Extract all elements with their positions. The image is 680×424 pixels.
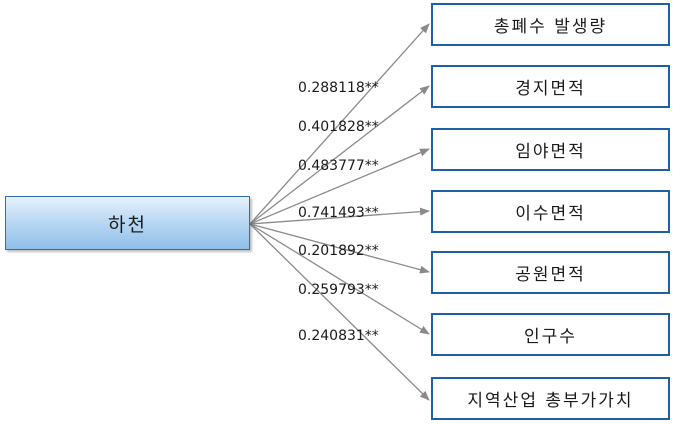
connector-arrow-4 [249,207,430,225]
coefficient-label-1: 0.288118** [298,80,379,96]
target-node-label: 총폐수 발생량 [493,17,608,37]
target-node-farmland-area: 경지면적 [431,65,670,108]
target-node-label: 경지면적 [515,79,586,99]
connector-arrow-6 [249,223,430,335]
target-node-water-use-area: 이수면적 [431,190,670,233]
target-node-regional-industry-value-added: 지역산업 총부가가치 [431,377,670,420]
source-node-river: 하천 [5,196,250,250]
target-node-label: 임야면적 [515,142,586,162]
target-node-park-area: 공원면적 [431,251,670,294]
target-node-population: 인구수 [431,313,670,356]
target-node-label: 인구수 [524,327,577,347]
connector-arrow-7 [249,223,430,401]
coefficient-label-4: 0.741493** [298,205,379,221]
connector-arrow-5 [249,223,430,274]
coefficient-label-6: 0.259793** [298,282,379,298]
connector-arrow-2 [249,85,430,225]
coefficient-label-3: 0.483777** [298,158,379,174]
target-node-label: 지역산업 총부가가치 [467,391,634,411]
coefficient-label-7: 0.240831** [298,328,379,344]
coefficient-label-2: 0.401828** [298,119,379,135]
target-node-label: 이수면적 [515,204,586,224]
target-node-total-wastewater: 총폐수 발생량 [431,3,670,46]
connector-arrow-1 [249,23,430,225]
coefficient-label-5: 0.201892** [298,243,379,259]
target-node-forest-area: 임야면적 [431,128,670,171]
connector-arrow-3 [249,148,430,225]
source-node-label: 하천 [108,213,147,236]
target-node-label: 공원면적 [515,265,586,285]
